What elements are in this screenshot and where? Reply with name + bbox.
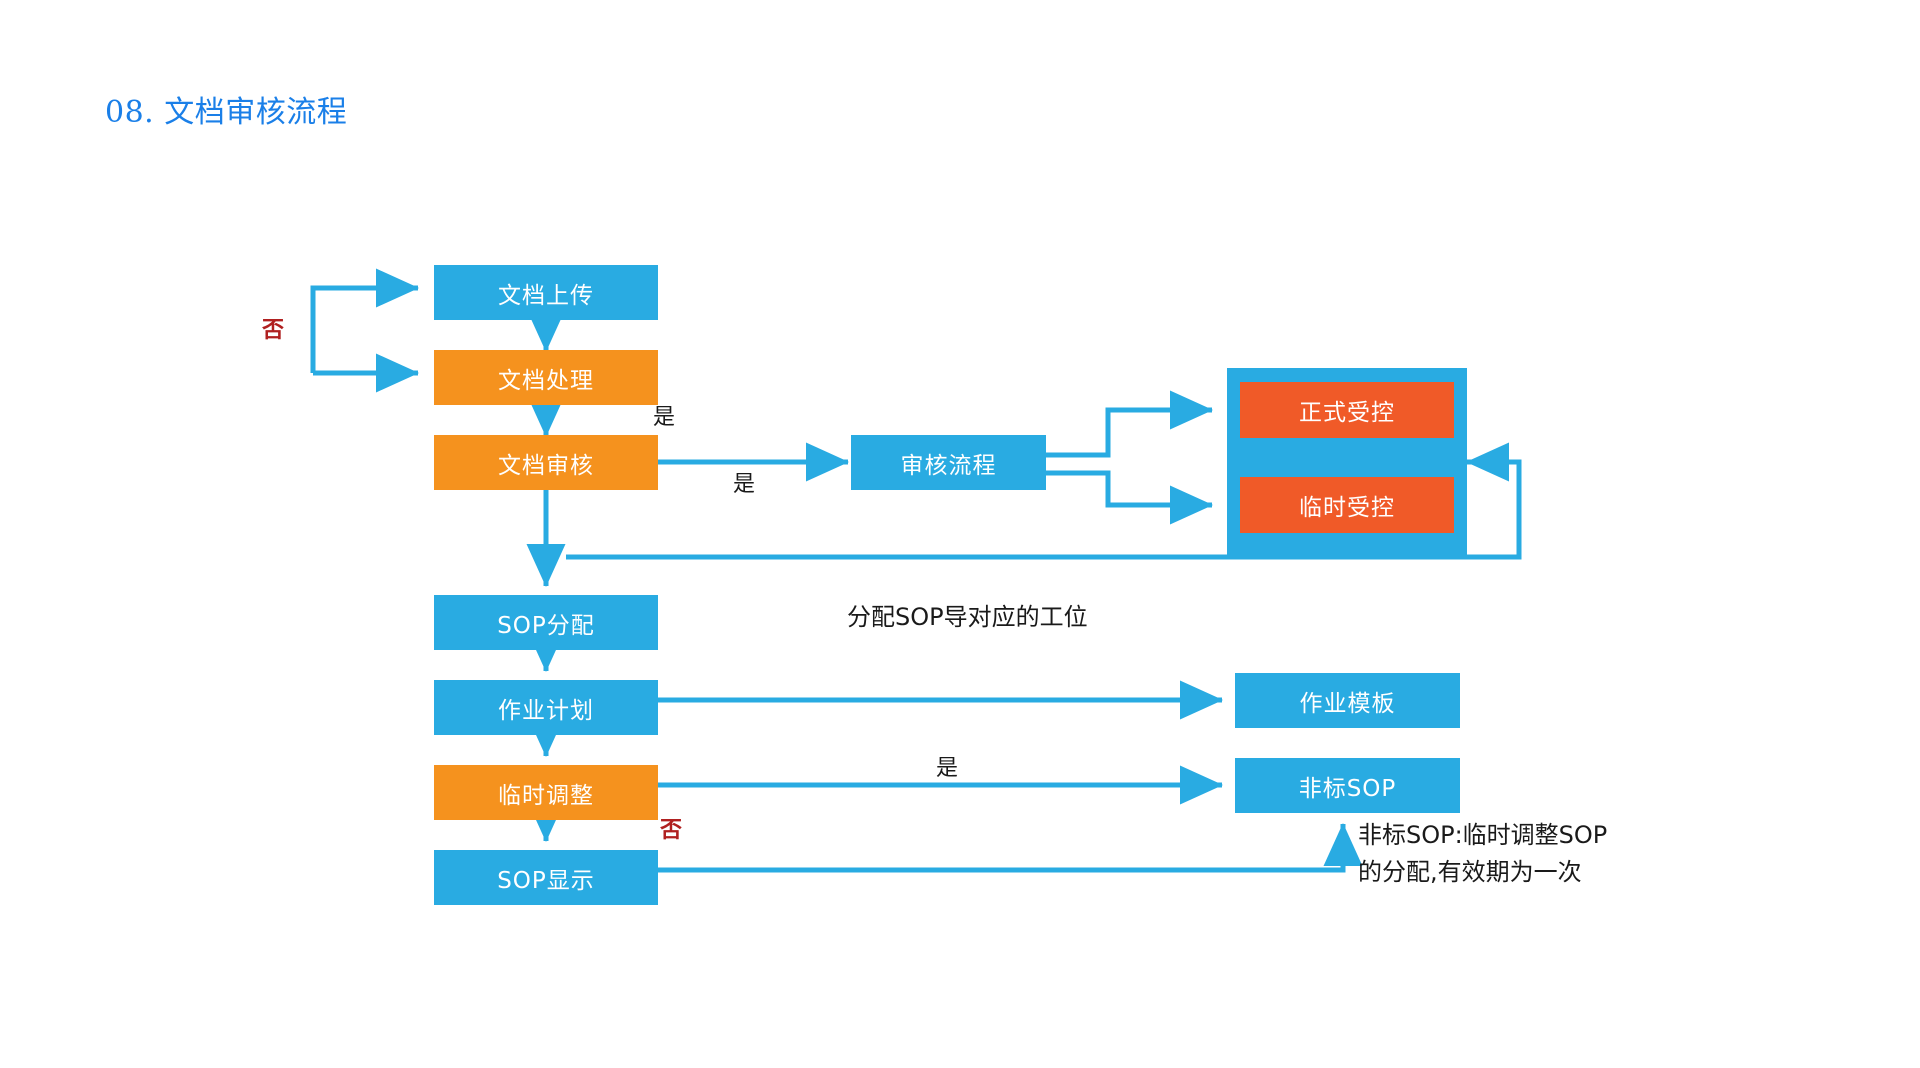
node-temp-control[interactable]: 临时受控: [1240, 477, 1454, 533]
node-doc-review[interactable]: 文档审核: [434, 435, 658, 490]
page-title: 08. 文档审核流程: [105, 95, 348, 130]
edge-no-loop-to-upload: [310, 268, 420, 373]
node-doc-process-label: 文档处理: [498, 367, 594, 394]
node-formal-control[interactable]: 正式受控: [1240, 382, 1454, 438]
node-work-plan-label: 作业计划: [498, 697, 594, 724]
edge-sopdisplay-to-nonstd: [656, 822, 1363, 873]
edge-reviewflow-to-formal: [1046, 390, 1214, 458]
node-review-flow[interactable]: 审核流程: [851, 435, 1046, 490]
node-work-template-label: 作业模板: [1299, 690, 1396, 717]
node-formal-control-label: 正式受控: [1299, 400, 1395, 426]
node-nonstandard-sop[interactable]: 非标SOP: [1235, 758, 1460, 813]
note-sop-assign: 分配SOP导对应的工位: [847, 603, 1088, 631]
note-nonstandard-sop-line1: 非标SOP:临时调整SOP: [1358, 821, 1608, 849]
node-doc-review-label: 文档审核: [498, 452, 594, 479]
node-sop-assign[interactable]: SOP分配: [434, 595, 658, 650]
node-temp-control-label: 临时受控: [1299, 495, 1395, 521]
node-temp-adjust-label: 临时调整: [498, 782, 594, 809]
edge-label-yes-temp-adjust: 是: [936, 756, 959, 781]
node-doc-upload[interactable]: 文档上传: [434, 265, 658, 320]
note-nonstandard-sop-line2: 的分配,有效期为一次: [1358, 858, 1582, 887]
node-review-flow-label: 审核流程: [900, 452, 997, 479]
edge-label-yes-review-lower: 是: [733, 472, 756, 497]
node-sop-assign-label: SOP分配: [497, 612, 595, 639]
node-work-plan[interactable]: 作业计划: [434, 680, 658, 735]
edge-label-no-upper: 否: [262, 318, 285, 343]
node-temp-adjust[interactable]: 临时调整: [434, 765, 658, 820]
edge-label-yes-review-upper: 是: [653, 405, 676, 430]
edge-reviewflow-to-temp: [1046, 470, 1214, 525]
node-sop-display[interactable]: SOP显示: [434, 850, 658, 905]
node-nonstandard-sop-label: 非标SOP: [1298, 775, 1397, 802]
edge-label-no-lower: 否: [660, 818, 683, 843]
note-nonstandard-sop: 非标SOP:临时调整SOP 的分配,有效期为一次: [1358, 817, 1607, 891]
edge-return-into-control: [1465, 442, 1522, 549]
node-doc-process[interactable]: 文档处理: [434, 350, 658, 405]
node-sop-display-label: SOP显示: [497, 867, 595, 894]
node-work-template[interactable]: 作业模板: [1235, 673, 1460, 728]
node-doc-upload-label: 文档上传: [498, 282, 594, 309]
